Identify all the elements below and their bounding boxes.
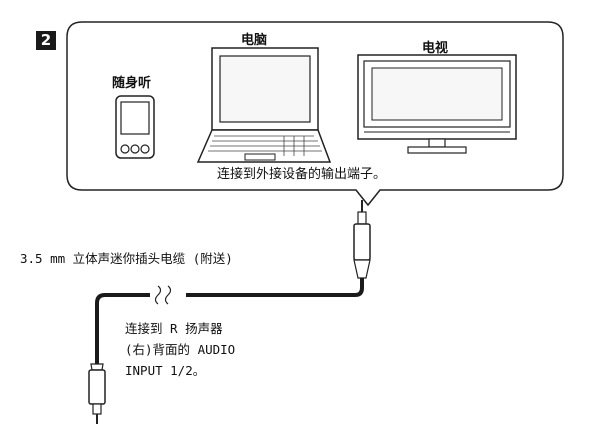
tv-label: 电视 <box>422 41 449 56</box>
speaker-instruction-line-2: (右)背面的 AUDIO <box>125 342 236 357</box>
speaker-instruction-line-3: INPUT 1/2。 <box>125 363 206 378</box>
tv-icon <box>357 54 517 154</box>
top-mini-plug-icon <box>353 200 371 279</box>
step-number-badge: 2 <box>36 31 56 50</box>
bubble-caption: 连接到外接设备的输出端子。 <box>217 167 387 182</box>
bottom-mini-plug-icon <box>88 363 106 424</box>
laptop-icon <box>196 47 332 163</box>
audio-cable-line-lower <box>95 293 150 364</box>
portable-player-icon <box>115 95 155 159</box>
computer-label: 电脑 <box>241 33 268 48</box>
cable-label: 3.5 mm 立体声迷你插头电缆 (附送) <box>20 251 233 266</box>
speaker-instruction-line-1: 连接到 R 扬声器 <box>125 321 223 336</box>
audio-cable-line <box>186 278 364 297</box>
cable-break-mark <box>154 285 172 305</box>
portable-player-label: 随身听 <box>112 76 152 91</box>
